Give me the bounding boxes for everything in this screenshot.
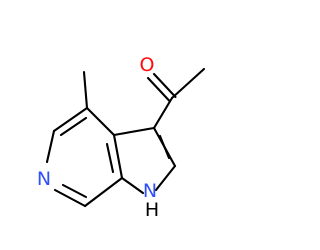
atom-label-layer: O N N H <box>37 54 159 221</box>
pyrrole-nitrogen-hydrogen-label: H <box>145 199 159 221</box>
bond-layer <box>45 67 206 208</box>
pyridine-nitrogen-label: N <box>37 168 51 190</box>
bond-n6-c7-inner <box>61 183 88 199</box>
bond-c4-methyl <box>82 70 89 110</box>
bond-c3-c3a <box>112 126 156 137</box>
bond-c3a-c7a <box>112 133 124 180</box>
bond-co-double-b <box>146 76 171 103</box>
bond-c4-c5-inner <box>59 116 88 137</box>
bond-c4-c5 <box>52 106 89 133</box>
bond-n6-c7 <box>53 188 87 208</box>
bond-c2-nh <box>154 164 177 192</box>
bond-c3a-c7a-inner <box>105 142 115 174</box>
molecule-structure: O N N H <box>37 54 206 221</box>
bond-nh-c7a <box>120 176 145 195</box>
bond-c5-n6 <box>45 129 56 164</box>
bond-carbonyl-c3 <box>152 96 174 130</box>
pyrrole-nitrogen-label: N <box>143 180 157 202</box>
bond-acetyl-methyl <box>170 67 206 100</box>
bond-c3-c2-double-b <box>158 134 171 160</box>
bond-co-double-a <box>152 72 177 99</box>
oxygen-label: O <box>140 54 155 76</box>
bond-c3a-c4 <box>85 106 116 137</box>
bond-c7-c7a <box>83 176 124 208</box>
